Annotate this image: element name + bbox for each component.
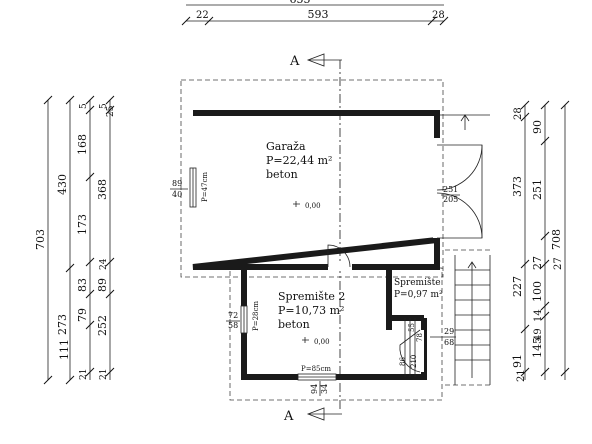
dim-right-21: 21 xyxy=(516,369,527,382)
door-right-dim-1: 251 xyxy=(443,185,458,194)
dim-right-373: 373 xyxy=(511,176,524,197)
section-mark-top: A xyxy=(289,54,300,69)
small-door-dim-2: 78 xyxy=(416,333,424,342)
level-marker: 0,00 xyxy=(305,202,321,210)
dim-left-c1-83: 83 xyxy=(76,278,89,292)
dim-right-145: 145 xyxy=(531,337,544,358)
room-floor: beton xyxy=(278,318,310,331)
dim-right-14: 14 xyxy=(533,309,544,322)
door-right-dim-2: 205 xyxy=(443,195,458,204)
level-marker: 0,00 xyxy=(314,338,330,346)
opening-labels: P=47cm 89 40 251 205 P=28cm 72 58 P=85cm… xyxy=(170,172,460,396)
dim-right-251: 251 xyxy=(531,179,544,200)
small-right-dim-1: 29 xyxy=(444,327,454,336)
room-area: P=22,44 m² xyxy=(266,154,332,167)
storage-window-dim-1: 72 xyxy=(228,311,238,320)
small-door-dim-4: 210 xyxy=(410,355,418,368)
dim-top-right: 28 xyxy=(432,10,445,21)
dim-right-49: 49 xyxy=(533,328,544,341)
storage-window-dim-2: 58 xyxy=(228,321,238,330)
dim-left-c1-168: 168 xyxy=(76,134,89,155)
room-name: Garaža xyxy=(266,140,306,153)
dim-right-outer: 708 xyxy=(550,229,563,250)
dim-left-c2-5: 5 xyxy=(99,103,109,109)
dim-left-c2-89: 89 xyxy=(96,278,109,292)
room-name: Spremište 2 xyxy=(278,290,345,303)
left-dimension-chains: 703 430 273 5 168 173 24 79 83 111 21 5 … xyxy=(34,95,116,385)
dim-left-c1-79: 79 xyxy=(76,308,89,322)
dim-right-91: 91 xyxy=(511,354,524,368)
dashed-outlines xyxy=(180,79,490,401)
dim-left-430: 430 xyxy=(56,174,69,195)
dim-right-28: 28 xyxy=(513,107,524,120)
dim-right-90: 90 xyxy=(531,120,544,134)
room-storage-label: Spremište P=0,97 m² xyxy=(394,277,443,300)
room-name: Spremište xyxy=(394,277,441,288)
storage-bottom-window-label: P=85cm xyxy=(301,365,331,373)
doors xyxy=(327,144,483,373)
section-line-a: A A xyxy=(283,53,342,424)
top-dimension-chain: 655 22 593 28 xyxy=(181,0,449,26)
dim-left-c2-252: 252 xyxy=(96,315,109,336)
dim-left-outer: 703 xyxy=(34,229,47,250)
dim-right-100: 100 xyxy=(531,281,544,302)
dim-left-c2-21: 21 xyxy=(79,369,89,380)
garage-window-dim-2: 40 xyxy=(172,190,182,199)
dim-right-27b: 27 xyxy=(553,257,564,270)
room-area: P=0,97 m² xyxy=(394,290,443,300)
dim-top-partial: 655 xyxy=(290,0,311,6)
room-garage-label: Garaža P=22,44 m² beton 0,00 xyxy=(266,140,332,210)
dim-top-middle: 593 xyxy=(308,8,329,21)
garage-window-label: P=47cm xyxy=(201,172,209,202)
dim-right-27: 27 xyxy=(531,256,544,270)
small-door-dim-3: 86 xyxy=(399,357,407,366)
garage-window-dim-1: 89 xyxy=(172,179,182,188)
small-right-dim-2: 68 xyxy=(444,338,454,347)
section-mark-bottom: A xyxy=(283,409,294,424)
dim-left-c1-173: 173 xyxy=(76,214,89,235)
room-area: P=10,73 m² xyxy=(278,304,344,317)
dim-left-c1-21: 21 xyxy=(99,369,109,380)
dim-left-c2-368: 368 xyxy=(96,179,109,200)
small-door-dim-1: 55 xyxy=(408,323,416,332)
dim-left-273: 273 xyxy=(56,314,69,335)
dim-left-c1-5: 5 xyxy=(79,103,89,109)
right-dimension-chains: 708 373 227 91 90 251 27 100 14 145 21 2… xyxy=(511,100,570,382)
storage-window-label: P=28cm xyxy=(252,301,260,331)
window-frames xyxy=(189,167,337,381)
dim-left-25: 25 xyxy=(106,105,116,117)
dim-left-c1-111: 111 xyxy=(58,339,71,360)
storage-bottom-dim-2: 34 xyxy=(320,384,329,394)
dim-right-227: 227 xyxy=(511,276,524,297)
room-floor: beton xyxy=(266,168,298,181)
storage-bottom-dim-1: 94 xyxy=(310,384,319,394)
stairs xyxy=(404,114,491,385)
room-storage2-label: Spremište 2 P=10,73 m² beton 0,00 xyxy=(278,290,345,346)
dim-left-c1-24: 24 xyxy=(99,258,109,270)
dim-top-left: 22 xyxy=(196,10,209,21)
